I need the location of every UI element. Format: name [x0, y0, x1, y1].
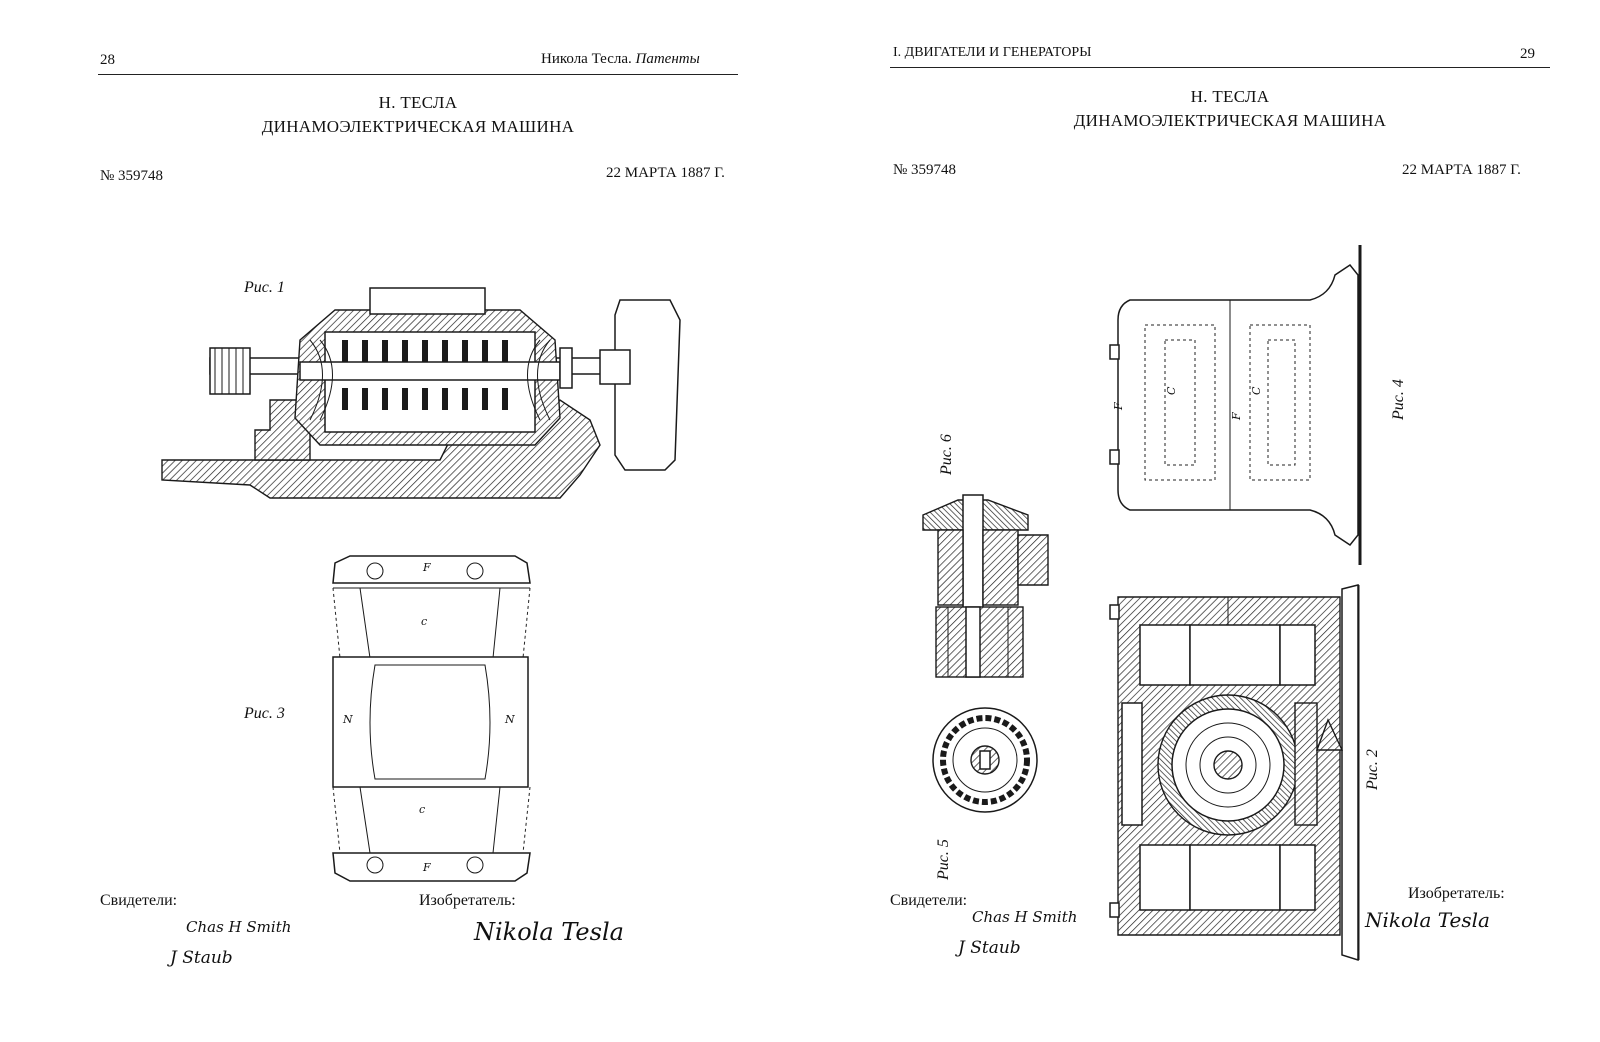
fig4-drawing: F C F C: [1109, 245, 1362, 565]
right-title-block: Н. ТЕСЛА ДИНАМОЭЛЕКТРИЧЕСКАЯ МАШИНА: [900, 85, 1560, 133]
fig2-label: Рис. 2: [1364, 749, 1381, 790]
left-patent-number: № 359748: [100, 168, 164, 184]
fig3-label: Рис. 3: [244, 705, 285, 722]
left-patent-date: 22 МАРТА 1887 Г.: [606, 165, 725, 181]
svg-text:C: C: [1250, 386, 1263, 395]
left-title-author: Н. ТЕСЛА: [378, 93, 458, 112]
fig2-drawing: [1109, 584, 1360, 962]
right-title-name: ДИНАМОЭЛЕКТРИЧЕСКАЯ МАШИНА: [1073, 111, 1387, 130]
fig5-label: Рис. 5: [935, 839, 952, 880]
right-running-head: I. ДВИГАТЕЛИ И ГЕНЕРАТОРЫ: [893, 45, 1092, 60]
svg-text:c: c: [421, 615, 427, 628]
right-header-rule: [890, 67, 1550, 68]
left-witnesses-label: Свидетели:: [100, 892, 178, 909]
running-head-title: Патенты: [635, 51, 700, 67]
right-patent-number: № 359748: [893, 162, 957, 178]
svg-text:N: N: [504, 713, 515, 726]
svg-text:C: C: [1165, 386, 1178, 395]
svg-text:F: F: [422, 561, 431, 574]
svg-text:F: F: [422, 861, 431, 874]
right-inventor-label: Изобретатель:: [1408, 885, 1505, 902]
left-running-head: Никола Тесла. Патенты: [541, 51, 700, 68]
fig5-drawing: [932, 707, 1038, 813]
right-inventor-signature: Nikola Tesla: [1365, 908, 1490, 932]
fig3-drawing: c c N N F F: [332, 555, 531, 882]
left-inventor-label: Изобретатель:: [419, 892, 516, 909]
left-header-rule: [98, 74, 738, 75]
right-page-number: 29: [1520, 46, 1535, 62]
left-page: 28 Никола Тесла. Патенты Н. ТЕСЛА ДИНАМО…: [0, 0, 790, 1042]
right-witness-signature-2: J Staub: [958, 938, 1021, 958]
right-page: I. ДВИГАТЕЛИ И ГЕНЕРАТОРЫ 29 Н. ТЕСЛА ДИ…: [790, 0, 1600, 1042]
left-inventor-signature: Nikola Tesla: [474, 918, 624, 946]
svg-text:c: c: [419, 803, 425, 816]
right-patent-date: 22 МАРТА 1887 Г.: [1402, 162, 1521, 178]
left-title-block: Н. ТЕСЛА ДИНАМОЭЛЕКТРИЧЕСКАЯ МАШИНА: [98, 91, 738, 139]
left-witness-signature-2: J Staub: [170, 948, 233, 968]
fig1-label: Рис. 1: [244, 279, 285, 296]
svg-text:N: N: [342, 713, 353, 726]
left-witness-signature-1: Chas H Smith: [186, 918, 292, 936]
left-title-name: ДИНАМОЭЛЕКТРИЧЕСКАЯ МАШИНА: [261, 117, 575, 136]
fig6-drawing: [922, 494, 1049, 678]
svg-text:F: F: [1112, 402, 1125, 411]
fig6-label: Рис. 6: [938, 434, 955, 475]
right-title-author: Н. ТЕСЛА: [1190, 87, 1270, 106]
running-head-author: Никола Тесла.: [541, 51, 632, 67]
left-page-number: 28: [100, 52, 115, 68]
svg-text:F: F: [1230, 412, 1243, 421]
right-witnesses-label: Свидетели:: [890, 892, 968, 909]
fig1-drawing: [161, 287, 681, 499]
right-witness-signature-1: Chas H Smith: [972, 908, 1078, 926]
fig4-label: Рис. 4: [1390, 379, 1407, 420]
